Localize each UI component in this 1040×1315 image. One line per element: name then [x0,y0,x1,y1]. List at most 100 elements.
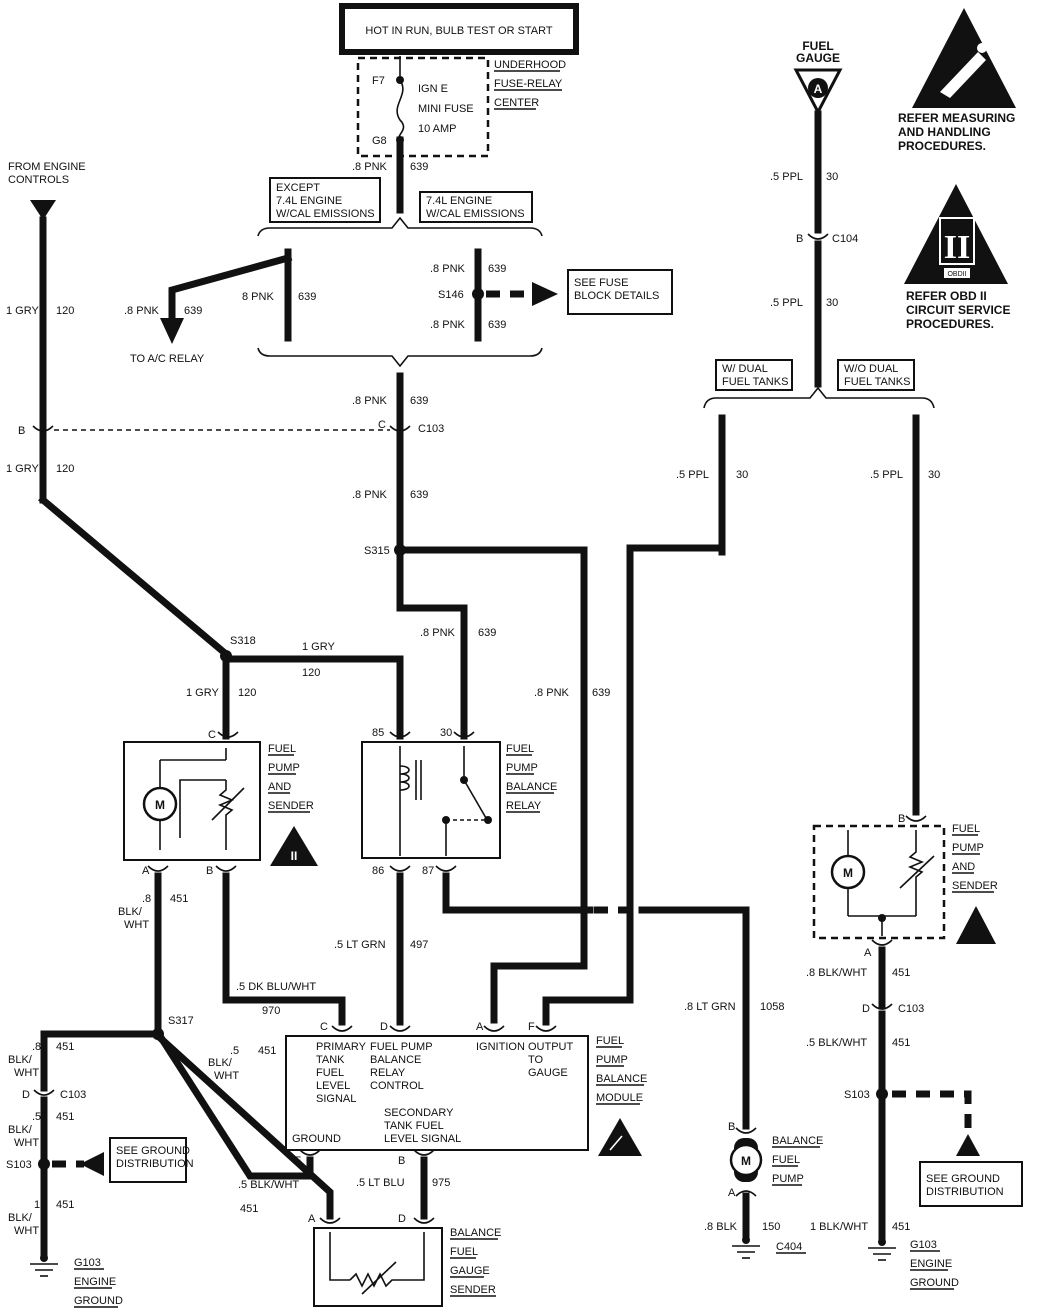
sender-left-l3: AND [268,781,291,793]
conn-c-c103: C [378,419,386,431]
module-c-4: LEVEL [316,1080,350,1092]
branch-dual-2: FUEL TANKS [722,376,788,388]
fuse-relay-center-box [356,56,490,158]
wire-blk-g2: BLK/ [8,1124,33,1136]
ac-relay-label: TO A/C RELAY [130,353,205,365]
splice-s103-left-label: S103 [6,1159,32,1171]
wire-451-sender: 451 [240,1203,258,1215]
wire-blkwht-r3: 1 BLK/WHT [810,1221,868,1233]
module-sec-1: SECONDARY [384,1107,454,1119]
wire-wht-g2: WHT [14,1137,39,1149]
branch-with-2: W/CAL EMISSIONS [426,208,525,220]
sender-right-l2: PUMP [952,842,984,854]
wire-30-nodual: 30 [928,469,940,481]
module-c-5: SIGNAL [316,1093,356,1105]
fuse-pin-bottom: G8 [372,135,387,147]
wire-1058: 1058 [760,1001,784,1013]
bal-pump-pin-b: B [728,1121,735,1133]
fuel-gauge-l1: FUEL [802,39,833,53]
obd-note-1: REFER OBD II [906,289,987,303]
sender-left-l4: SENDER [268,800,314,812]
branch-except-3: W/CAL EMISSIONS [276,208,375,220]
obd-symbol: II [944,229,970,266]
module-pin-a: A [476,1021,484,1033]
wire-975: 975 [432,1177,450,1189]
bal-sender-pin-d: D [398,1213,406,1225]
module-sec-3: LEVEL SIGNAL [384,1133,461,1145]
wire-639-top: 639 [410,161,428,173]
branch-except-2: 7.4L ENGINE [276,195,342,207]
bal-sender-pin-a: A [308,1213,316,1225]
wire-dkblu: .5 DK BLU/WHT [236,981,316,993]
wire-150: 150 [762,1221,780,1233]
wire-pnk-ign: .8 PNK [534,687,570,699]
wire-970: 970 [262,1005,280,1017]
from-engine-line2: CONTROLS [8,174,69,186]
fuse-pin-top: F7 [372,75,385,87]
wire-dot5-e: .5 [230,1045,239,1057]
splice-s315-label: S315 [364,545,390,557]
conn-c103-label: C103 [418,423,444,435]
obd-warning-icon [270,826,318,866]
sender-right-l4: SENDER [952,880,998,892]
wire-ltgrn: .5 LT GRN [334,939,386,951]
module-pin-f: F [528,1021,535,1033]
bal-pump-l3: PUMP [772,1173,804,1185]
esd-note-1: REFER MEASURING [898,111,1015,125]
conn-c104: C104 [832,233,858,245]
wire-pnk-top: .8 PNK [352,161,388,173]
wire-gry-mid: 1 GRY [6,463,39,475]
ground-g103-left: G103 [74,1257,101,1269]
module-c-2: TANK [316,1054,345,1066]
splice-s103-right-label: S103 [844,1089,870,1101]
bal-sender-l2: FUEL [450,1246,478,1258]
module-c-3: FUEL [316,1067,344,1079]
wire-pnk-mid2: .8 PNK [352,489,388,501]
branch-nodual-2: FUEL TANKS [844,376,910,388]
wire-dot8-g: .8 [32,1041,41,1053]
fuse-center-line2: FUSE-RELAY [494,78,563,90]
svg-text:II: II [291,849,298,863]
ground-dist-left-2: DISTRIBUTION [116,1158,194,1170]
fuse-center-line3: CENTER [494,97,539,109]
wire-120-mid: 120 [56,463,74,475]
fuse-center-line1: UNDERHOOD [494,59,566,71]
wire-gry-relay: 1 GRY [302,641,335,653]
ground-ground-left: GROUND [74,1295,123,1307]
relay-l3: BALANCE [506,781,557,793]
wire-30-mid: 30 [826,297,838,309]
module-d-4: CONTROL [370,1080,424,1092]
wire-blkwht-r1: .8 BLK/WHT [806,967,867,979]
module-l2: PUMP [596,1054,628,1066]
esd-note-2: AND HANDLING [898,125,991,139]
splice-s103-right [876,1088,888,1100]
fuel-gauge-pin: A [814,82,823,96]
ground-ground-right: GROUND [910,1277,959,1289]
branch-with-1: 7.4L ENGINE [426,195,492,207]
splice-s318-label: S318 [230,635,256,647]
conn-c103-left: C103 [60,1089,86,1101]
wire-639-ign: 639 [592,687,610,699]
wire-639-ac: 639 [184,305,202,317]
wire-wht-left: WHT [124,919,149,931]
wire-ppl-dual: .5 PPL [676,469,709,481]
splice-s317-label: S317 [168,1015,194,1027]
relay-l4: RELAY [506,800,542,812]
module-a-ign: IGNITION [476,1041,525,1053]
wire-pnk-s146-top: .8 PNK [430,263,466,275]
wire-dot5-g: .5 [32,1111,41,1123]
wire-451-g3: 451 [56,1199,74,1211]
wire-451-left: 451 [170,893,188,905]
wire-639-mid1: 639 [410,395,428,407]
ground-dist-left-1: SEE GROUND [116,1145,190,1157]
module-l3: BALANCE [596,1073,647,1085]
ground-g103-right: G103 [910,1239,937,1251]
wire-639-30: 639 [478,627,496,639]
obd-note-2: CIRCUIT SERVICE [906,303,1010,317]
conn-b-c103: B [18,425,25,437]
bal-pump-pin-a: A [728,1187,736,1199]
wire-one-g: 1 [34,1199,40,1211]
conn-d-c103-right: D [862,1003,870,1015]
esd-warning-icon-module [598,1118,642,1156]
sender-right-motor-icon: M [843,866,853,880]
